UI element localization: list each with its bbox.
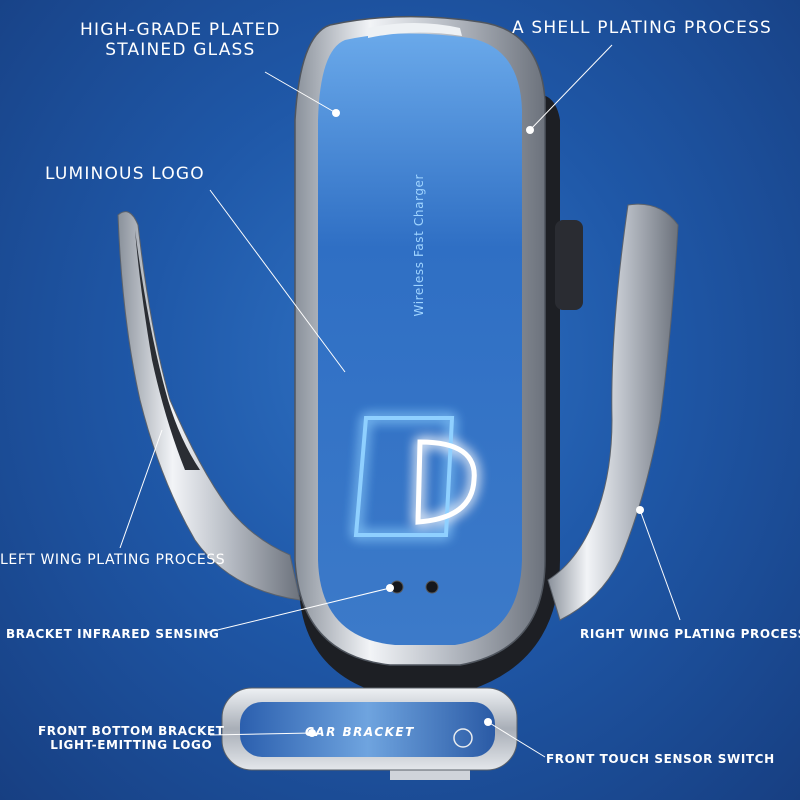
label-high-grade-line2: STAINED GLASS [105,40,256,61]
label-front-bottom-line2: LIGHT-EMITTING LOGO [50,738,213,753]
infrared-sensor-right [425,580,439,594]
label-left-wing: LEFT WING PLATING PROCESS [0,552,226,568]
label-front-touch: FRONT TOUCH SENSOR SWITCH [546,752,775,766]
label-right-wing: RIGHT WING PLATING PROCESS [580,627,800,641]
top-cap [368,23,462,38]
label-luminous-logo: LUMINOUS LOGO [45,164,205,184]
label-front-bottom-line1: FRONT BOTTOM BRACKET [38,724,225,738]
base-glass [240,702,495,757]
left-wing [117,211,301,601]
label-high-grade-line1: HIGH-GRADE PLATED [80,20,281,40]
leader-dots [308,109,644,737]
label-front-bottom: FRONT BOTTOM BRACKET LIGHT-EMITTING LOGO [38,724,225,753]
touch-hand-icon [453,728,473,748]
panel-text: Wireless Fast Charger [412,173,427,317]
luminous-logo-icon [353,416,477,537]
label-high-grade-plated: HIGH-GRADE PLATED STAINED GLASS [80,20,281,61]
leader-lines [119,44,681,758]
glass-panel [318,33,522,646]
mount-knob [555,220,583,310]
base-bracket-text: CAR BRACKET [305,725,415,739]
right-wing [547,203,679,621]
label-bracket-infrared: BRACKET INFRARED SENSING [6,627,220,641]
label-shell-plating: A SHELL PLATING PROCESS [512,18,773,38]
